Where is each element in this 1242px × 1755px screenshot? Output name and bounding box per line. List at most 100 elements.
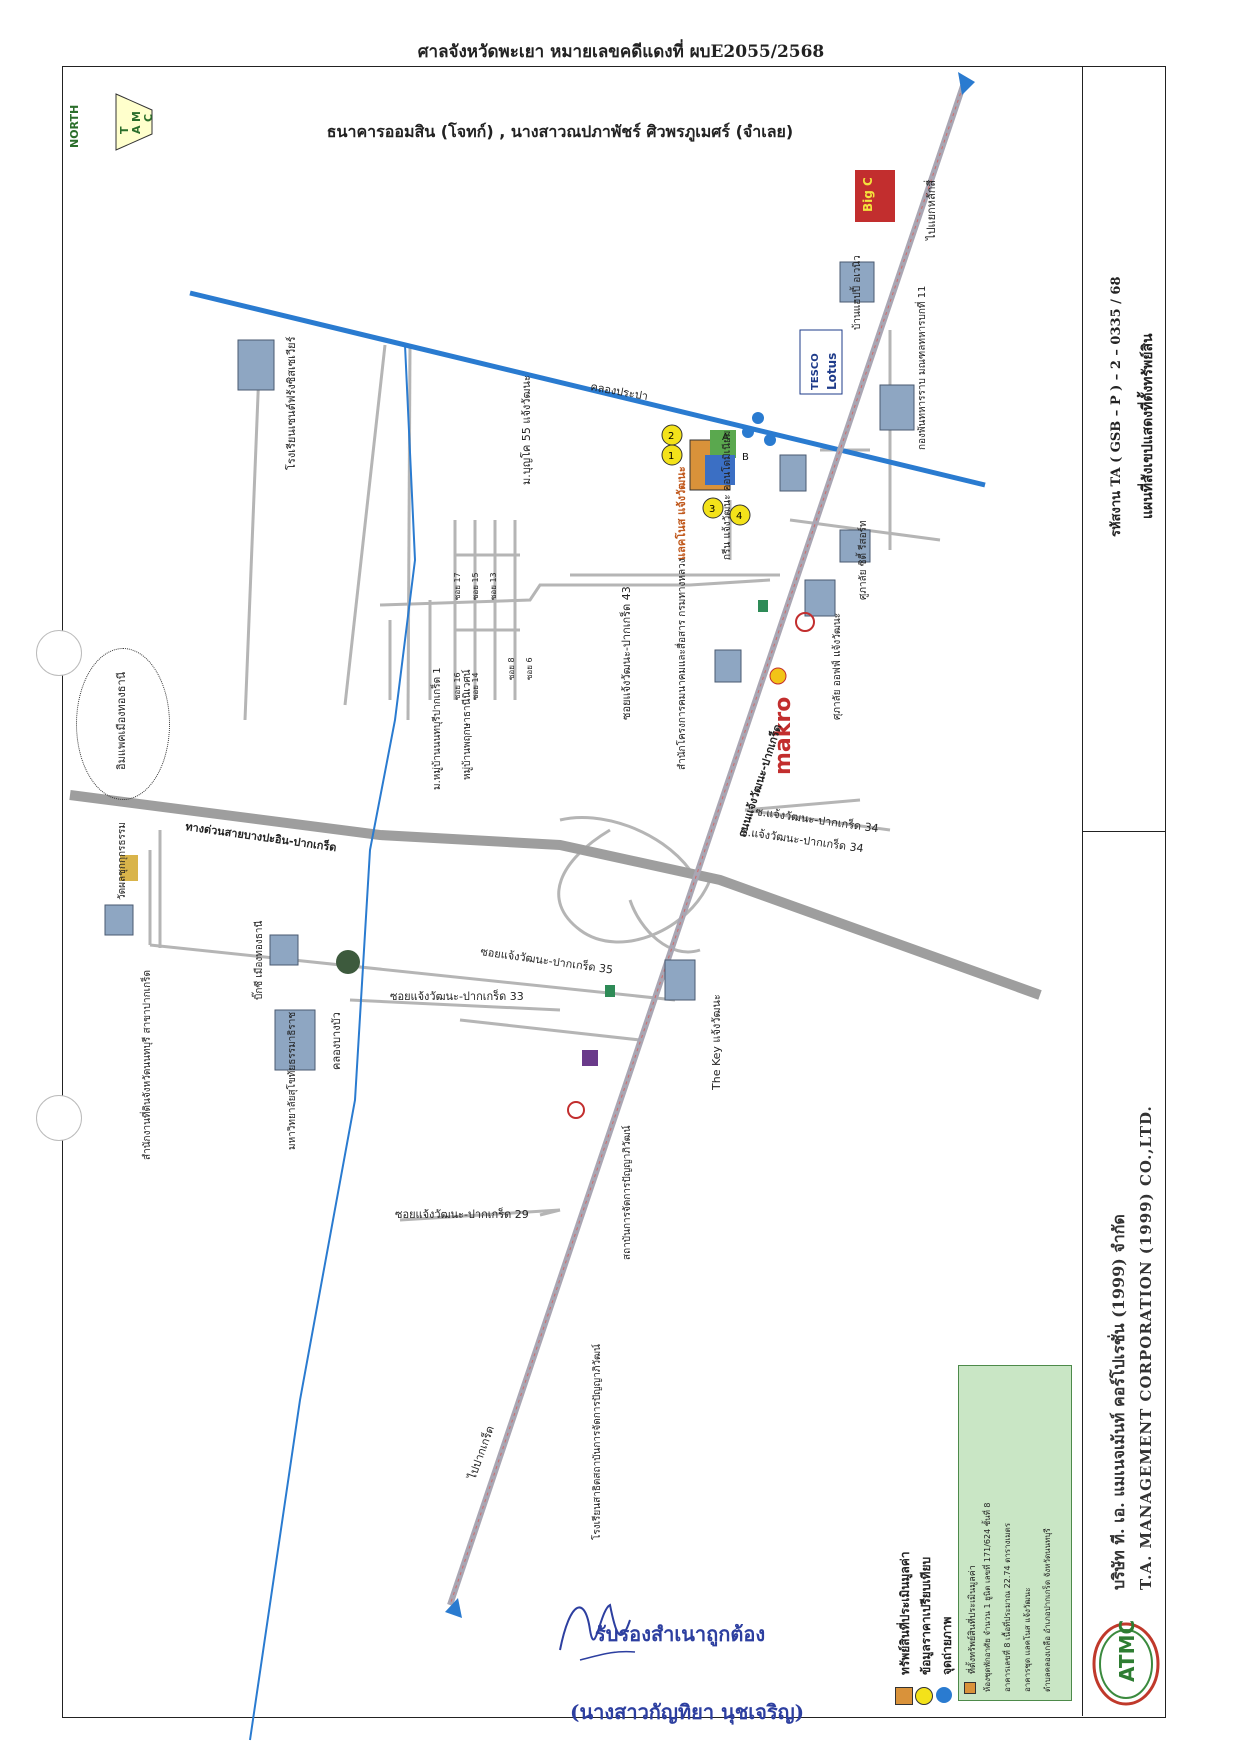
photo-point-icon <box>764 434 776 446</box>
label-big-c-shop: บ้านแฮปปี้ อเวนิว <box>849 255 863 330</box>
label-soi-43: ซอยแจ้งวัฒนะ-ปากเกร็ด 43 <box>619 586 633 720</box>
tesco-text: TESCO <box>810 353 821 390</box>
property-note-line-4: ตำบลคลองเกลือ อำเภอปากเกร็ด จังหวัดนนทบุ… <box>1043 1528 1052 1692</box>
label-supalai-off: ศุภาลัย ออฟฟ์ แจ้งวัฒนะ <box>831 613 843 720</box>
label-soi-35: ซอยแจ้งวัฒนะ-ปากเกร็ด 35 <box>480 944 614 976</box>
punch-hole-bottom <box>36 1095 82 1141</box>
label-soi-17: ซอย 17 <box>453 572 462 600</box>
label-soi-33: ซอยแจ้งวัฒนะ-ปากเกร็ด 33 <box>390 989 524 1003</box>
label-supalai-city: ศูภาลัย ซิตี้ รีสอร์ท <box>855 520 869 600</box>
legend: ทรัพย์สินที่ประเมินมูลค่า ข้อมูลราคาเปรี… <box>880 1365 955 1705</box>
pin-a-label: A <box>722 432 729 443</box>
label-soi-6: ซอย 6 <box>525 657 534 680</box>
local-roads <box>148 330 941 1222</box>
logo-text: ATMC <box>1115 1620 1139 1682</box>
legend-comparable-swatch <box>915 1687 933 1705</box>
north-letter-m: M <box>130 111 143 122</box>
label-canal: คลองบางบัว <box>330 1012 343 1070</box>
north-letter-c: C <box>142 114 155 122</box>
photo-point-icon <box>742 426 754 438</box>
property-note-title: ที่ตั้งทรัพย์สินที่ประเมินมูลค่า <box>968 1565 978 1674</box>
legend-property-swatch <box>895 1687 913 1705</box>
big-c-text: Big C <box>861 177 875 212</box>
muang-thong-area <box>76 648 170 800</box>
big-c-logo <box>855 170 895 222</box>
punch-hole-top <box>36 630 82 676</box>
north-arrow: T A M C NORTH <box>68 93 155 151</box>
building-icons <box>104 261 915 1071</box>
canal-line <box>249 344 417 1741</box>
seven-eleven-icon <box>758 600 768 612</box>
label-to-north: ไปแยกหลักสี่ <box>923 180 938 241</box>
expressway-line <box>69 790 1042 1000</box>
label-subject: แลคโนส แจ้งวัฒนะ <box>674 466 688 560</box>
property-note-line-1: ห้องชุดพักอาศัย จำนวน 1 ยูนิต เลขที่ 171… <box>983 1502 992 1692</box>
comparable-markers: 1 2 3 4 <box>661 424 751 526</box>
north-letter-a: A <box>130 125 143 134</box>
label-condo-green: กรีน แจ้งวัฒนะ คอนโดมิเนียม <box>720 431 733 560</box>
label-land-office: สำนักงานที่ดินจังหวัดนนทบุรี สาขาปากเกร็… <box>139 970 153 1160</box>
arrow-north-icon <box>958 72 975 95</box>
university-icon <box>336 950 360 974</box>
label-big-c-muang: บิ๊กซี เมืองทองธานี <box>251 921 265 1000</box>
comp-1-label: 1 <box>668 451 674 462</box>
approver-name: (นางสาวกัญทิยา นุชเจริญ) <box>570 1700 805 1724</box>
legend-photo-swatch <box>936 1687 952 1703</box>
approval-text: รับรองสำเนาถูกต้อง <box>595 1622 766 1646</box>
makro-logo: makro <box>771 697 796 775</box>
label-school: โรงเรียนเซนต์ฟรังซิสเซเวียร์ <box>284 336 298 470</box>
label-soi-13: ซอย 13 <box>489 572 498 600</box>
label-military: กองพันทหารราบ มณฑลทหารบกที่ 11 <box>914 286 928 450</box>
atmc-logo: ATMC <box>1092 1620 1160 1706</box>
title-box: รหัสงาน TA ( GSB – P ) – 2 – 0335 / 68 แ… <box>1082 66 1166 832</box>
label-soi-16: ซอย 16 <box>453 672 462 700</box>
company-box: บริษัท ที. เอ. แมเนจเม้นท์ คอร์โปเรชั่น … <box>1082 830 1165 1716</box>
subject-building-green <box>710 430 736 458</box>
label-pattana-institute: สถาบันการจัดการปัญญาภิวัฒน์ <box>621 1125 633 1260</box>
property-note-line-3: อาคารชุด แลคโนส แจ้งวัฒนะ <box>1023 1587 1032 1692</box>
label-village-55: ม.บุญโค 55 แจ้งวัฒนะ <box>519 375 533 485</box>
tesco-lotus-logo <box>799 329 843 395</box>
label-irrigation-canal: คลองประปา <box>589 380 648 403</box>
comp-2-label: 2 <box>668 431 674 442</box>
irrigation-canal-line <box>189 290 986 488</box>
legend-property-label: ทรัพย์สินที่ประเมินมูลค่า <box>898 1551 912 1676</box>
comp-3-label: 3 <box>709 504 715 515</box>
label-soi-14: ซอย 14 <box>471 672 480 700</box>
seven-eleven-icon-2 <box>605 985 615 997</box>
lotus-text: Lotus <box>825 353 839 390</box>
label-telecom: สำนักโครงการคมนาคมและสื่อสาร กรมทางหลวง <box>674 558 688 770</box>
arrow-south-icon <box>445 1598 462 1618</box>
label-soi-8: ซอย 8 <box>507 657 516 680</box>
legend-photo-label: จุดถ่ายภาพ <box>940 1616 954 1675</box>
property-note-swatch <box>964 1682 976 1694</box>
photo-points <box>742 412 776 446</box>
map-frame <box>62 66 1166 1718</box>
main-road-centerline <box>449 79 966 1606</box>
interchange-ramps <box>557 815 712 954</box>
label-wat: วัดผลชุกกุกรธรรม <box>117 822 128 900</box>
case-parties: ธนาคารออมสิน (โจทก์) , นางสาวณปภาพัชร์ ศ… <box>326 122 794 141</box>
comp-4-label: 4 <box>736 511 742 522</box>
label-the-key: The Key แจ้งวัฒนะ <box>710 994 723 1091</box>
north-word: NORTH <box>68 105 81 148</box>
bank-icon <box>567 1101 585 1119</box>
pin-b-label: B <box>742 452 749 463</box>
photo-point-icon <box>752 412 764 424</box>
property-note-box: ที่ตั้งทรัพย์สินที่ประเมินมูลค่า ห้องชุด… <box>958 1365 1072 1701</box>
label-university: มหาวิทยาลัยสุโขทัยธรรมาธิราช <box>285 1012 298 1150</box>
signature <box>559 1603 636 1661</box>
label-village1: ม.หมู่บ้านนนทบุรีปากเกร็ด 1 <box>429 667 443 790</box>
temple-icon <box>120 855 138 881</box>
label-soi-15: ซอย 15 <box>471 572 480 600</box>
label-pattana-school: โรงเรียนสาธิตสถาบันการจัดการปัญญาภิวัฒน์ <box>590 1344 603 1540</box>
north-letter-t: T <box>118 126 131 134</box>
thai-post-icon <box>582 1050 598 1066</box>
label-soi-29: ซอยแจ้งวัฒนะ-ปากเกร็ด 29 <box>395 1207 529 1221</box>
toyota-icon <box>795 612 815 632</box>
court-case-header: ศาลจังหวัดพะเยา หมายเลขคดีแดงที่ ผบE2055… <box>417 42 825 62</box>
property-note-line-2: อาคารเลขที่ 8 เนื้อที่ประมาณ 22.74 ตาราง… <box>1003 1522 1012 1692</box>
shell-icon <box>769 667 787 685</box>
label-village2: หมู่บ้านพฤกษาธานีนิเวศน์ <box>461 669 473 780</box>
